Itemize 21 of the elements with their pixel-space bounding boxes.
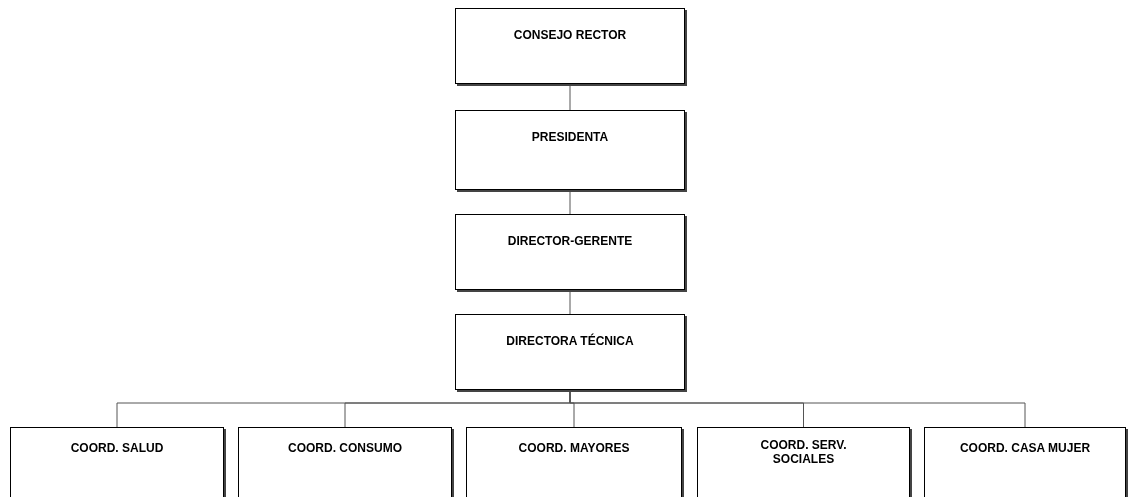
org-box [455, 214, 685, 290]
org-box [697, 427, 910, 497]
org-box [10, 427, 224, 497]
org-box [455, 110, 685, 190]
org-box [924, 427, 1126, 497]
role-title: PRESIDENTA [531, 130, 609, 144]
connector-line [569, 189, 571, 215]
org-box [238, 427, 452, 497]
role-title: COORD. MAYORES [518, 441, 630, 455]
org-box [455, 314, 685, 390]
role-title: COORD. CONSUMO [288, 441, 402, 455]
role-title: CONSEJO RECTOR [513, 28, 627, 42]
role-title: DIRECTOR-GERENTE [507, 234, 633, 248]
role-title: COORD. SERV. SOCIALES [759, 438, 848, 466]
role-title: COORD. CASA MUJER [959, 441, 1091, 455]
connector-line [569, 83, 571, 111]
org-box [455, 8, 685, 84]
org-box [466, 427, 682, 497]
role-title: DIRECTORA TÉCNICA [506, 334, 634, 348]
connector-line [569, 289, 571, 315]
role-title: COORD. SALUD [70, 441, 164, 455]
